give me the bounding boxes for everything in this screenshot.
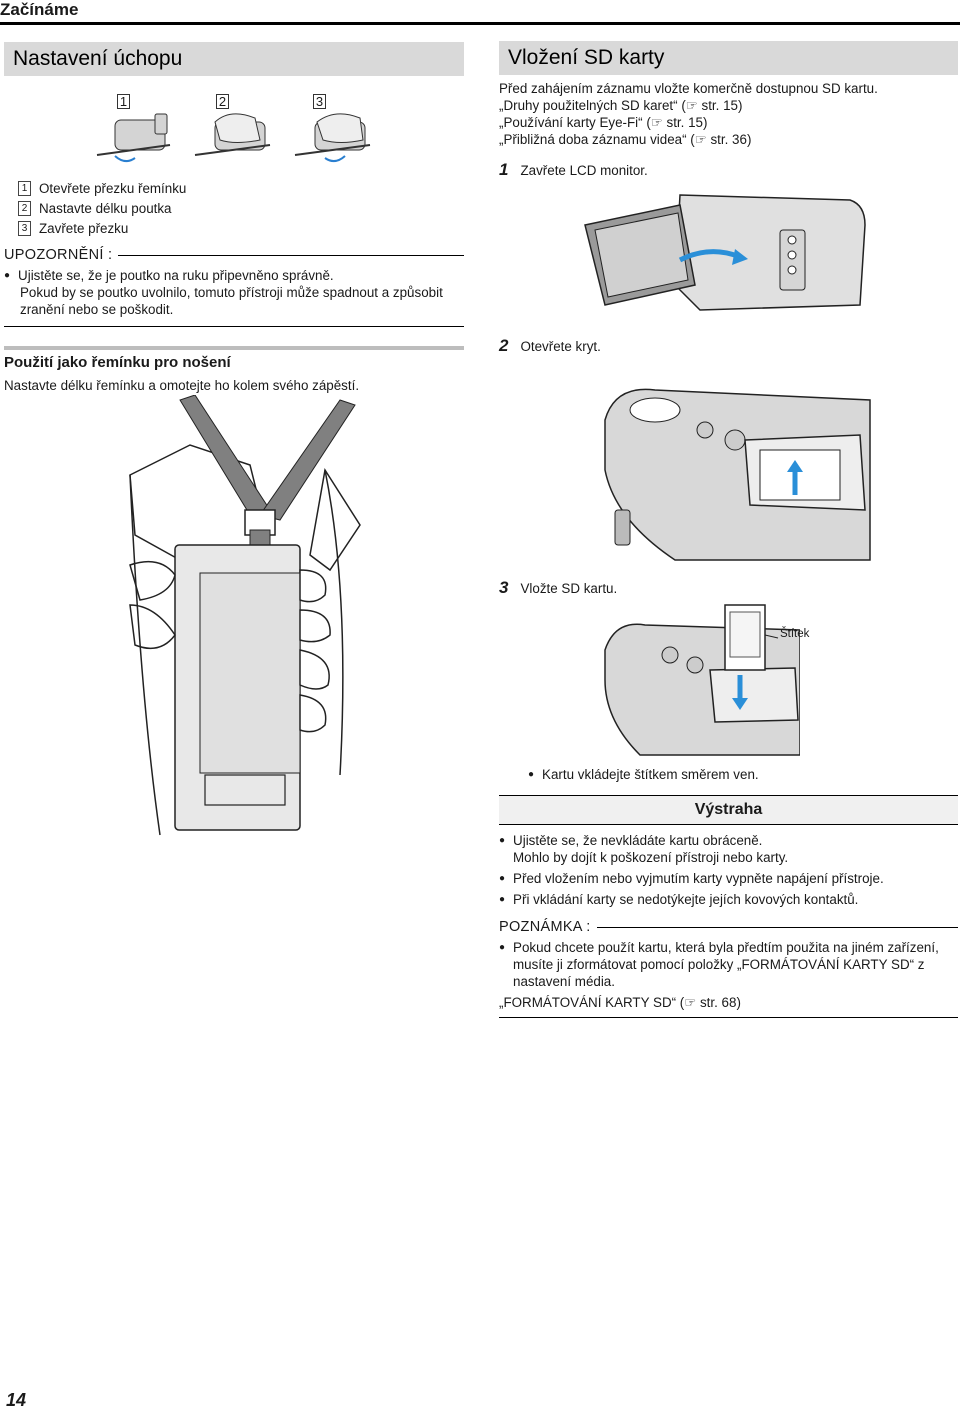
grip-step-2: 2 Nastavte délku poutka [18, 200, 186, 217]
grip-illustration-label-2: 2 [216, 94, 229, 109]
insert-card-illustration [604, 604, 800, 756]
close-lcd-illustration [584, 194, 866, 311]
caution-bottom-rule [4, 326, 464, 327]
grip-step-1-num: 1 [18, 181, 31, 196]
grip-step-3-num: 3 [18, 221, 31, 236]
grip-steps-list: 1 Otevřete přezku řemínku 2 Nastavte dél… [18, 180, 186, 237]
note-heading-row: POZNÁMKA : [499, 919, 958, 935]
bullet-dot-icon: ● [499, 894, 506, 905]
warning-bullet-2: ● Před vložením nebo vyjmutím karty vypn… [499, 870, 958, 887]
card-bullet-text: Kartu vkládejte štítkem směrem ven. [542, 767, 759, 782]
bullet-dot-icon: ● [528, 769, 535, 780]
sd-step-3: 3 Vložte SD kartu. [499, 578, 617, 598]
grip-illustration-label-1: 1 [117, 94, 130, 109]
note-bottom-rule [499, 1017, 958, 1018]
caution-line3: zranění nebo se poškodit. [20, 302, 174, 317]
note-b1-line2: musíte ji zformátovat pomocí položky „FO… [513, 957, 925, 972]
caution-line2: Pokud by se poutko uvolnilo, tomuto přís… [20, 285, 443, 300]
sd-link-recording-time[interactable]: „Přibližná doba záznamu videa“ (☞ str. 3… [499, 132, 752, 147]
grip-step-1-text: Otevřete přezku řemínku [39, 181, 187, 196]
grip-step-1: 1 Otevřete přezku řemínku [18, 180, 186, 197]
caution-heading-row: UPOZORNĚNÍ : [4, 247, 464, 263]
warning-bullet-3: ● Při vkládání karty se nedotýkejte její… [499, 891, 958, 908]
warning-b2: Před vložením nebo vyjmutím karty vypnět… [513, 871, 884, 886]
wrist-strap-illustration [129, 395, 361, 836]
grip-step-2-text: Nastavte délku poutka [39, 201, 172, 216]
strap-text: Nastavte délku řemínku a omotejte ho kol… [4, 378, 360, 393]
note-block: POZNÁMKA : ● Pokud chcete použít kartu, … [499, 919, 958, 1018]
sd-step-1-text: Zavřete LCD monitor. [520, 163, 648, 178]
bullet-dot-icon: ● [4, 270, 11, 281]
warning-b3: Při vkládání karty se nedotýkejte jejích… [513, 892, 859, 907]
section-title-grip: Nastavení úchopu [4, 42, 464, 76]
bullet-dot-icon: ● [499, 835, 506, 846]
header-rule [0, 22, 960, 25]
warning-title: Výstraha [499, 796, 958, 825]
sd-link-eyefi[interactable]: „Používání karty Eye-Fi“ (☞ str. 15) [499, 115, 708, 130]
warning-bullet-1: ● Ujistěte se, že nevkládáte kartu obrác… [499, 832, 958, 849]
warning-box: Výstraha ● Ujistěte se, že nevkládáte ka… [499, 795, 958, 908]
grip-step-3: 3 Zavřete přezku [18, 220, 186, 237]
strap-heading: Použití jako řemínku pro nošení [4, 346, 464, 371]
grip-illustration [96, 113, 371, 162]
label-stitek: Štítek [780, 628, 810, 640]
sd-link-card-types[interactable]: „Druhy použitelných SD karet“ (☞ str. 15… [499, 98, 743, 113]
warning-b1-line1: Ujistěte se, že nevkládáte kartu obrácen… [513, 833, 763, 848]
grip-illustration-label-3: 3 [313, 94, 326, 109]
caution-bullet: ● Ujistěte se, že je poutko na ruku přip… [4, 267, 464, 284]
sd-step-2-text: Otevřete kryt. [520, 339, 601, 354]
sd-step-3-text: Vložte SD kartu. [520, 581, 618, 596]
note-b1-line3: nastavení média. [513, 974, 615, 989]
bullet-dot-icon: ● [499, 873, 506, 884]
note-heading-rule [596, 926, 958, 928]
note-bullet: ● Pokud chcete použít kartu, která byla … [499, 939, 958, 956]
note-link-format[interactable]: „FORMÁTOVÁNÍ KARTY SD“ (☞ str. 68) [499, 995, 741, 1010]
sd-step-1-num: 1 [499, 160, 509, 179]
card-bullet: ● Kartu vkládejte štítkem směrem ven. [528, 766, 759, 783]
caution-heading: UPOZORNĚNÍ : [4, 247, 113, 263]
bullet-dot-icon: ● [499, 942, 506, 953]
sd-intro: Před zahájením záznamu vložte komerčně d… [499, 80, 958, 148]
note-b1-line1: Pokud chcete použít kartu, která byla př… [513, 940, 939, 955]
caution-bullet-line1: Ujistěte se, že je poutko na ruku připev… [18, 268, 334, 283]
grip-step-3-text: Zavřete přezku [39, 221, 129, 236]
sd-step-2: 2 Otevřete kryt. [499, 336, 601, 356]
grip-step-2-num: 2 [18, 201, 31, 216]
open-cover-illustration [604, 388, 871, 561]
page-header: Začínáme [0, 0, 79, 19]
sd-step-3-num: 3 [499, 578, 509, 597]
warning-b1-line2: Mohlo by dojít k poškození přístroji neb… [513, 850, 789, 865]
sd-intro-line: Před zahájením záznamu vložte komerčně d… [499, 81, 878, 96]
caution-heading-rule [118, 254, 464, 256]
caution-block: UPOZORNĚNÍ : ● Ujistěte se, že je poutko… [4, 247, 464, 327]
sd-step-1: 1 Zavřete LCD monitor. [499, 160, 648, 180]
note-heading: POZNÁMKA : [499, 919, 591, 935]
section-title-sd: Vložení SD karty [499, 41, 958, 75]
page-number: 14 [6, 1390, 27, 1410]
sd-step-2-num: 2 [499, 336, 509, 355]
